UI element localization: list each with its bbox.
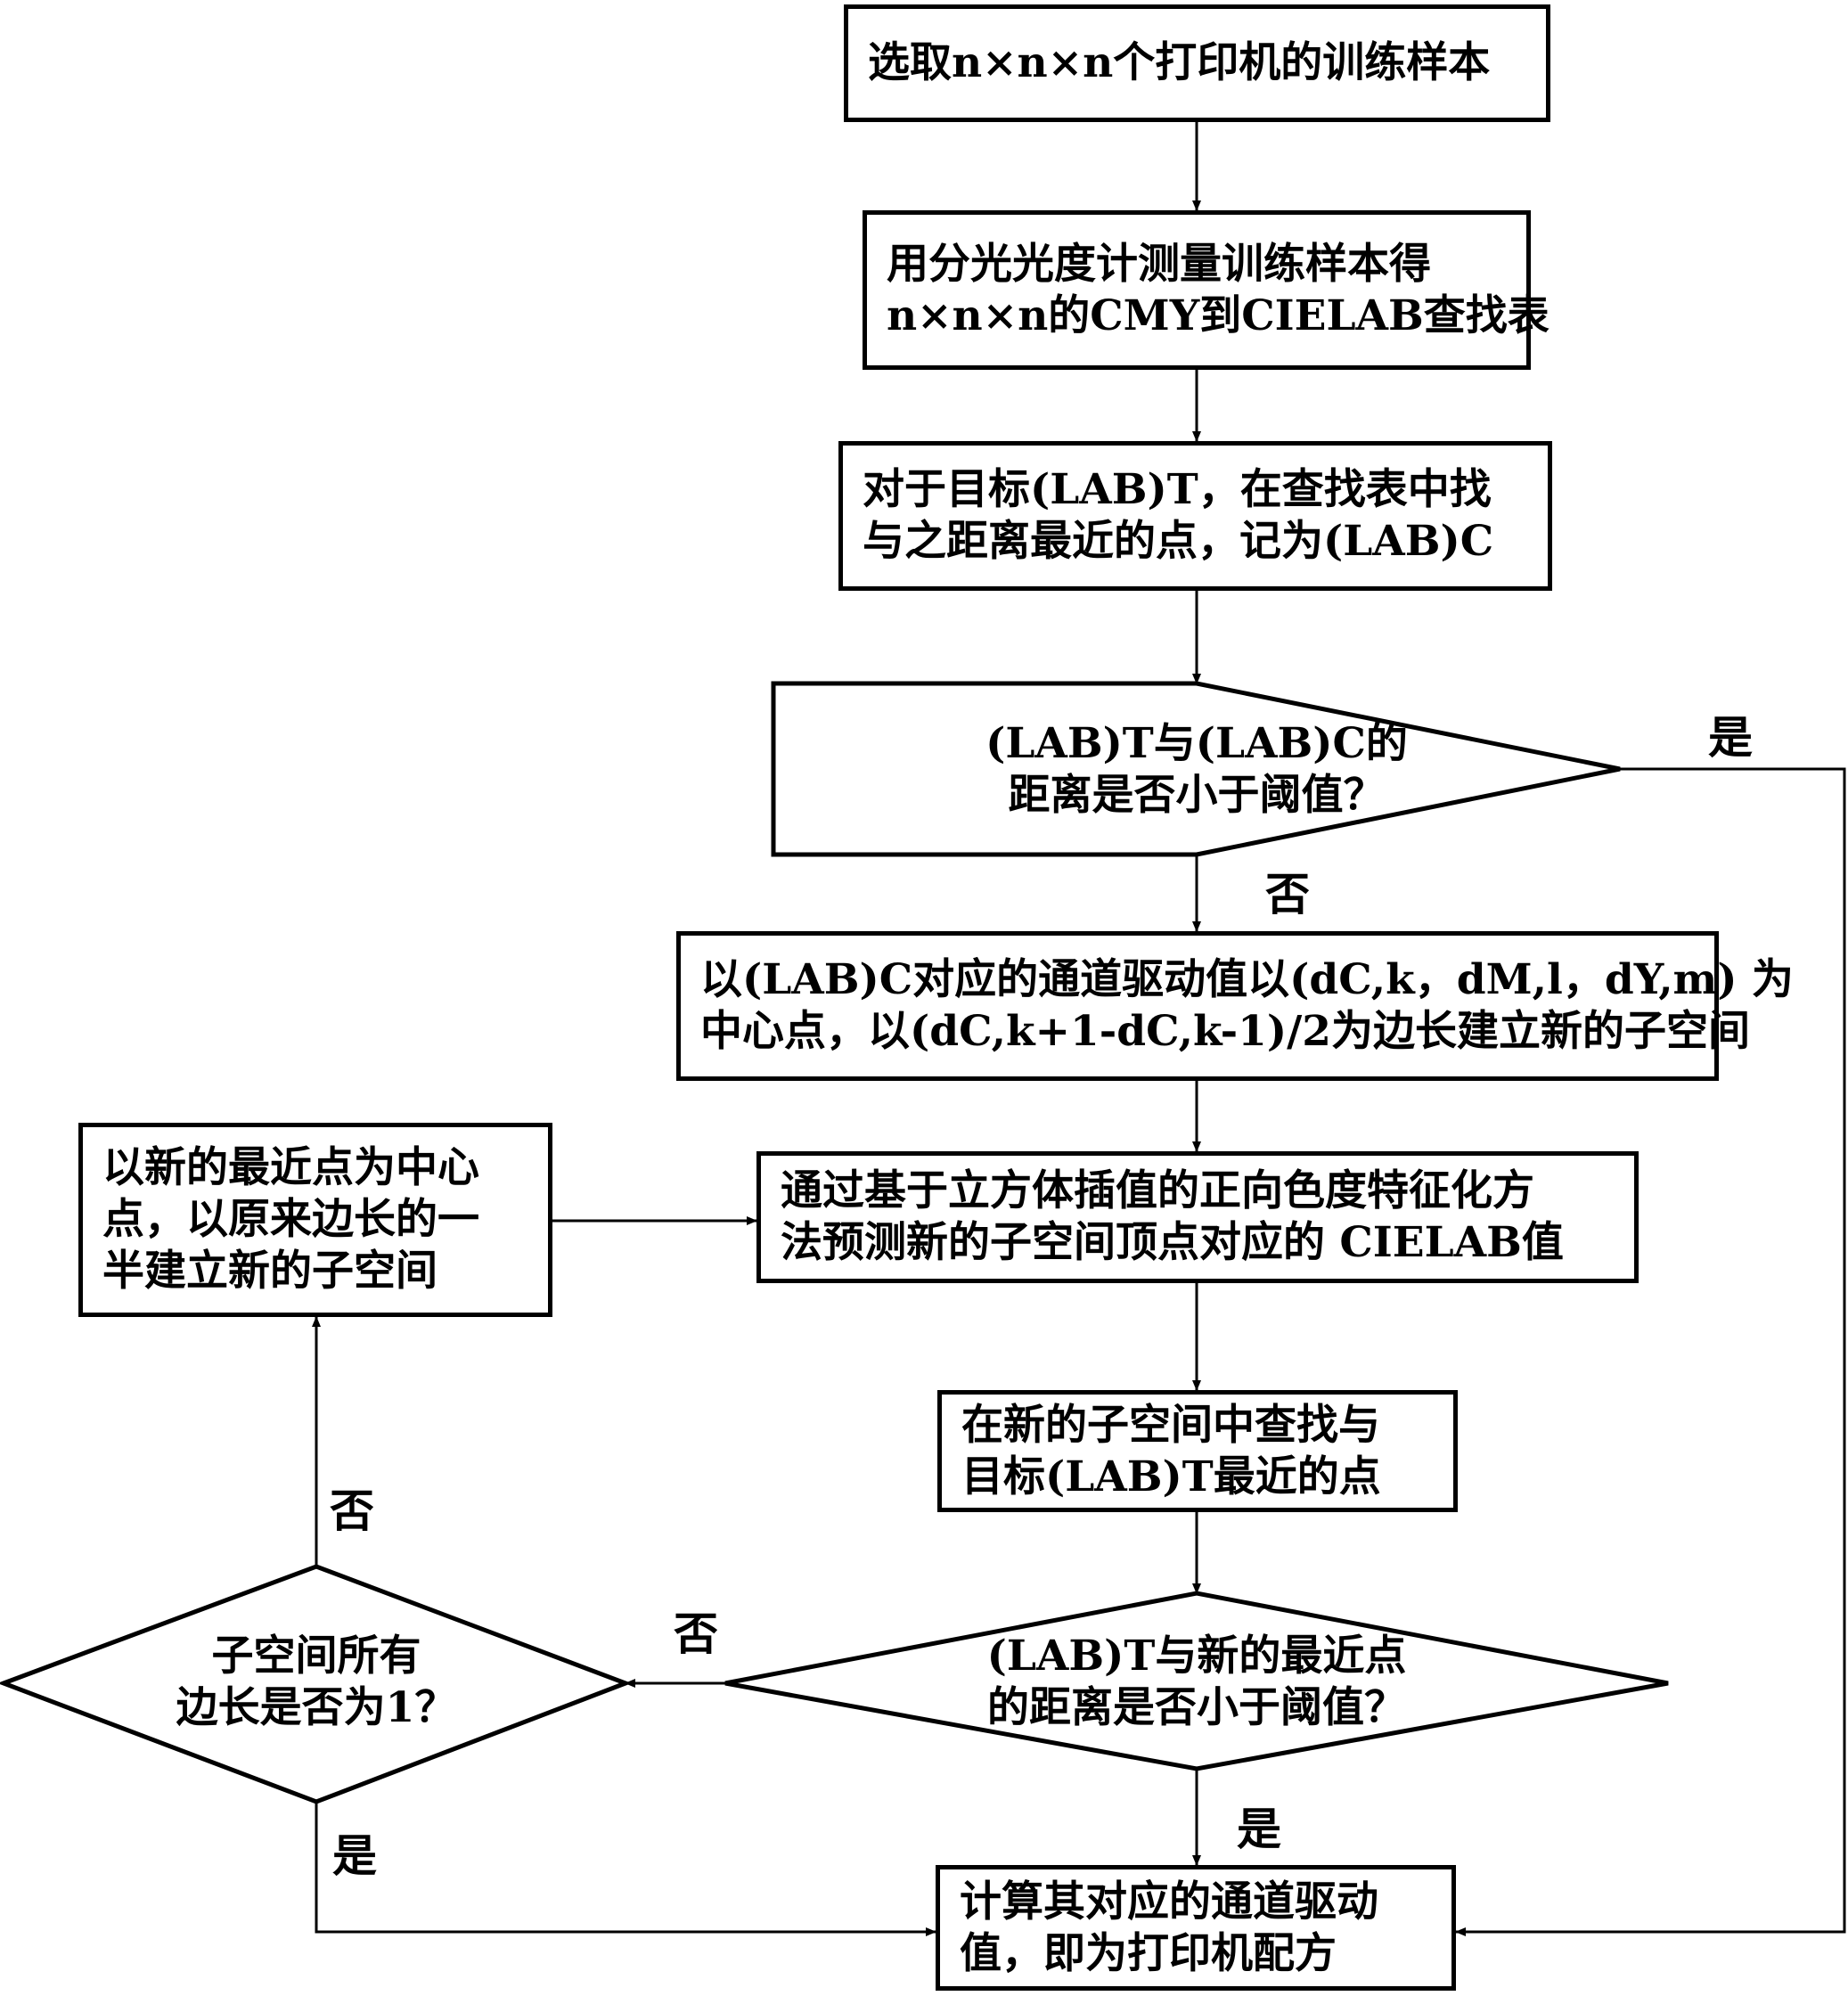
step-compute-recipe: 计算其对应的通道驱动 值，即为打印机配方 — [936, 1865, 1456, 1991]
step-search-subspace-line1: 在新的子空间中查找与 — [961, 1400, 1381, 1452]
label-d2-no: 否 — [674, 1609, 718, 1659]
step-search-subspace-line2: 目标(LAB)T最近的点 — [961, 1452, 1381, 1503]
label-d1-yes: 是 — [1708, 713, 1753, 763]
decision-1-text: (LAB)T与(LAB)C的 距离是否小于阈值？ — [974, 718, 1419, 822]
step-halve-subspace-line2: 点，以原来边长的一 — [102, 1194, 479, 1246]
step-measure-samples-line1: 用分光光度计测量训练样本得 — [887, 239, 1550, 290]
arrow-d3-yes — [316, 1802, 936, 1932]
step-find-nearest-line1: 对于目标(LAB)T，在查找表中找 — [863, 464, 1493, 516]
label-d3-no: 否 — [330, 1486, 374, 1536]
label-d3-yes: 是 — [332, 1831, 377, 1881]
step-halve-subspace: 以新的最近点为中心 点，以原来边长的一 半建立新的子空间 — [78, 1123, 552, 1317]
decision-3-line2: 边长是否为1？ — [134, 1682, 499, 1734]
step-compute-recipe-line1: 计算其对应的通道驱动 — [960, 1877, 1378, 1928]
step-find-nearest-line2: 与之距离最近的点，记为(LAB)C — [863, 516, 1493, 568]
decision-2-text: (LAB)T与新的最近点 的距离是否小于阈值？ — [956, 1631, 1437, 1734]
step-select-samples-text: 选取n×n×n个打印机的训练样本 — [868, 37, 1490, 89]
step-halve-subspace-line1: 以新的最近点为中心 — [102, 1142, 479, 1194]
decision-1-line1: (LAB)T与(LAB)C的 — [974, 718, 1419, 770]
decision-1-line2: 距离是否小于阈值？ — [974, 770, 1419, 822]
decision-2-line2: 的距离是否小于阈值？ — [956, 1682, 1437, 1734]
step-measure-samples: 用分光光度计测量训练样本得 n×n×n的CMY到CIELAB查找表 — [863, 210, 1531, 370]
decision-3-text: 子空间所有 边长是否为1？ — [134, 1631, 499, 1734]
step-find-nearest: 对于目标(LAB)T，在查找表中找 与之距离最近的点，记为(LAB)C — [838, 441, 1552, 591]
step-halve-subspace-line3: 半建立新的子空间 — [102, 1246, 479, 1297]
step-predict-cielab-line1: 通过基于立方体插值的正向色度特征化方 — [781, 1166, 1564, 1217]
label-d2-yes: 是 — [1237, 1804, 1281, 1854]
step-search-subspace: 在新的子空间中查找与 目标(LAB)T最近的点 — [937, 1390, 1458, 1512]
step-select-samples: 选取n×n×n个打印机的训练样本 — [844, 4, 1550, 122]
step-compute-recipe-line2: 值，即为打印机配方 — [960, 1928, 1378, 1980]
step-build-subspace-line1: 以(LAB)C对应的通道驱动值以(dC,k，dM,l，dY,m) 为 — [700, 954, 1794, 1006]
label-d1-no: 否 — [1265, 870, 1310, 920]
step-predict-cielab-line2: 法预测新的子空间顶点对应的 CIELAB值 — [781, 1217, 1564, 1269]
step-build-subspace-line2: 中心点，以(dC,k+1-dC,k-1)/2为边长建立新的子空间 — [700, 1006, 1794, 1058]
step-measure-samples-line2: n×n×n的CMY到CIELAB查找表 — [887, 290, 1550, 342]
step-build-subspace: 以(LAB)C对应的通道驱动值以(dC,k，dM,l，dY,m) 为 中心点，以… — [676, 931, 1719, 1081]
step-predict-cielab: 通过基于立方体插值的正向色度特征化方 法预测新的子空间顶点对应的 CIELAB值 — [756, 1151, 1639, 1283]
decision-3-line1: 子空间所有 — [134, 1631, 499, 1682]
decision-2-line1: (LAB)T与新的最近点 — [956, 1631, 1437, 1682]
